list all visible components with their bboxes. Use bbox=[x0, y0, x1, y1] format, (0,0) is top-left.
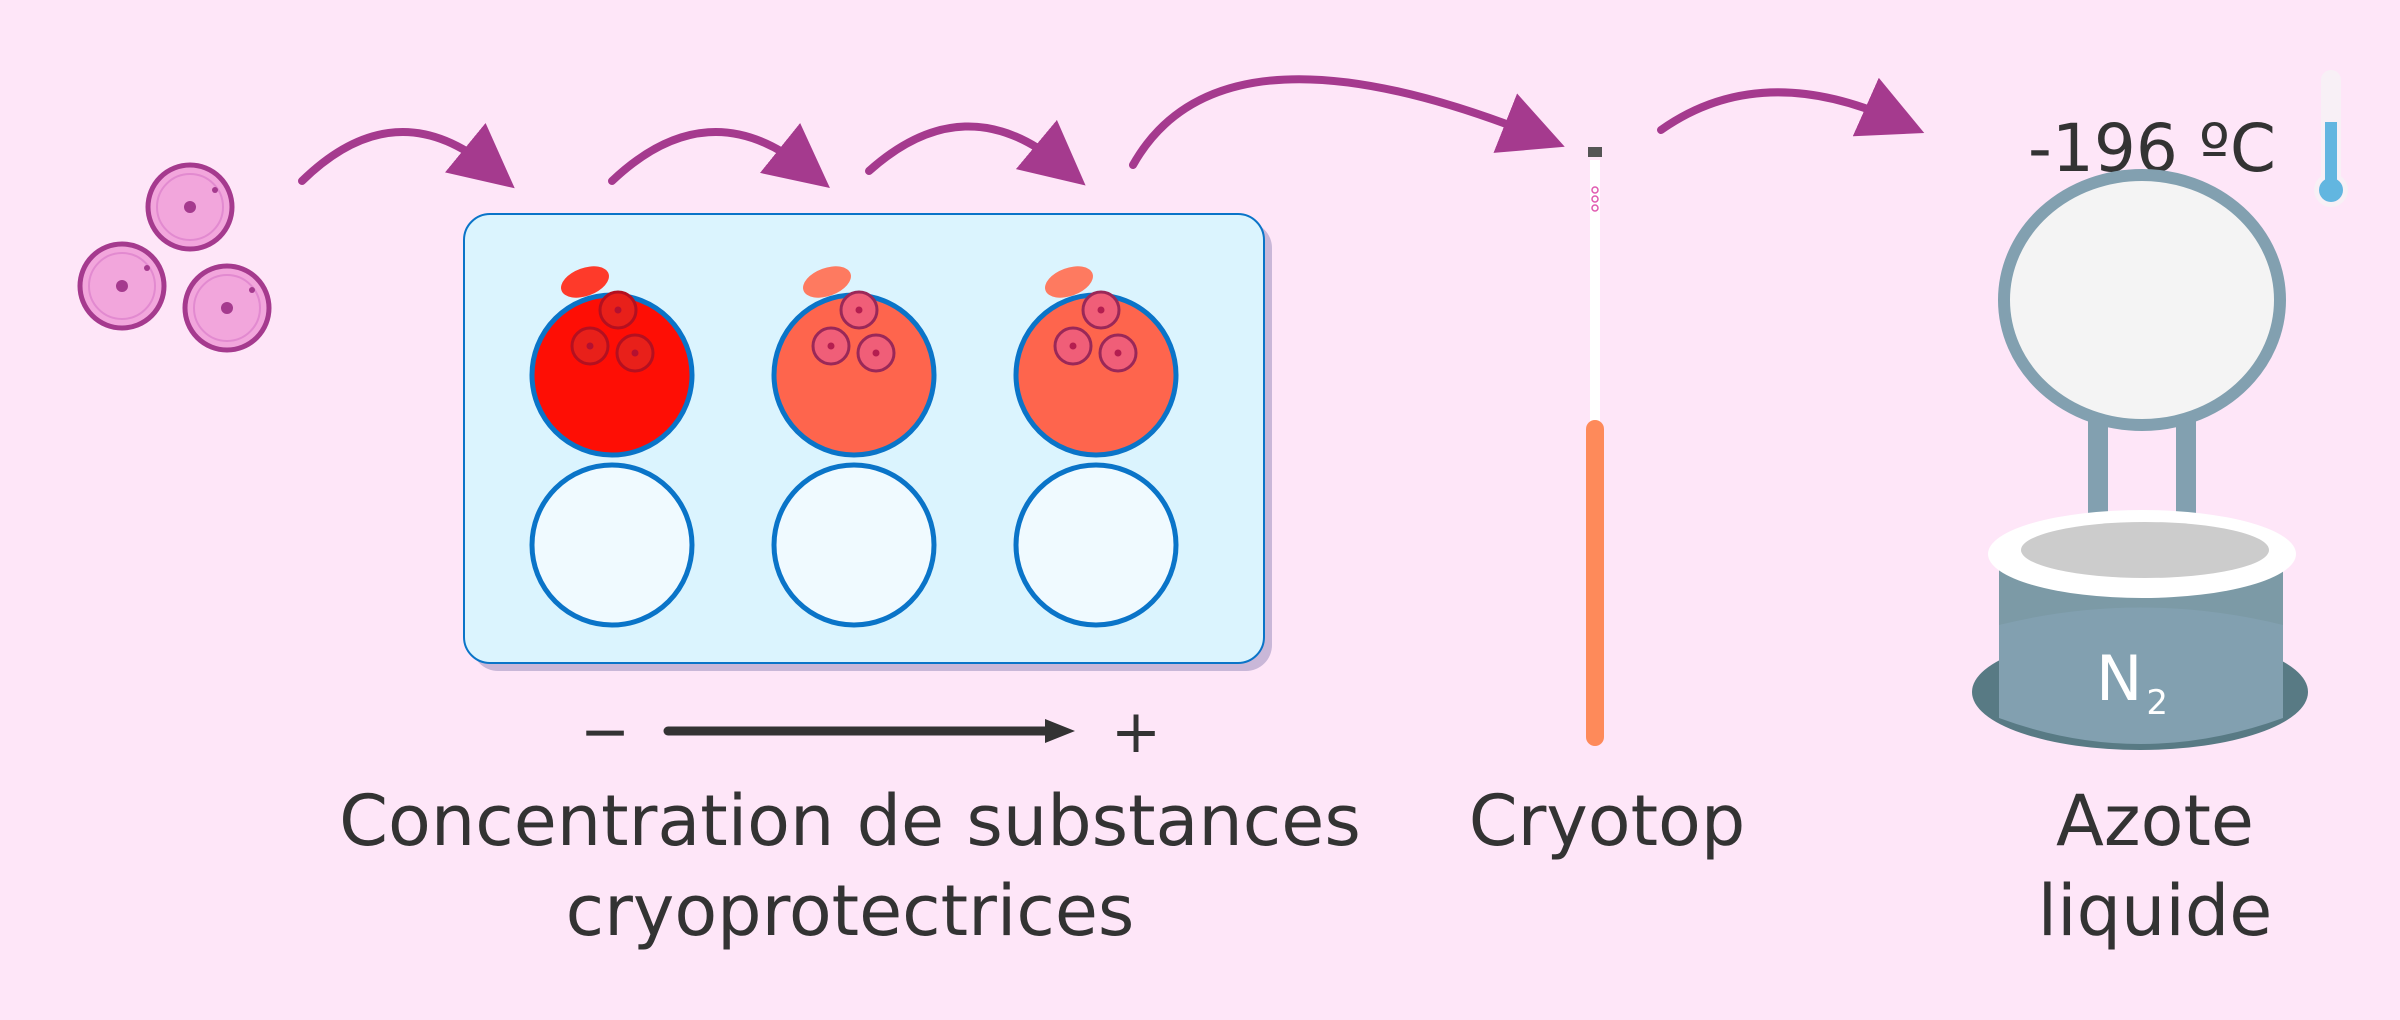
flow-arrow-icon bbox=[865, 119, 1086, 186]
empty-well bbox=[1013, 462, 1179, 628]
well-plate bbox=[463, 213, 1272, 671]
arrowhead-icon bbox=[1045, 719, 1075, 743]
well-high-concentration bbox=[529, 266, 695, 458]
gradient-plus-label: + bbox=[1111, 697, 1161, 767]
flow-arrow-icon bbox=[608, 123, 830, 189]
oocyte-icon bbox=[182, 263, 272, 353]
cryotop-label: Cryotop bbox=[1469, 780, 1746, 862]
liquid-nitrogen-dewar-icon bbox=[1972, 169, 2308, 750]
cryotop-icon bbox=[1586, 147, 1604, 746]
azote-label: Azote bbox=[2056, 780, 2254, 862]
oocyte-icon bbox=[145, 162, 235, 252]
empty-well bbox=[771, 462, 937, 628]
azote-label-line2: liquide bbox=[2038, 870, 2273, 952]
gradient-minus-label: − bbox=[580, 697, 630, 767]
thermometer-icon bbox=[2314, 70, 2348, 207]
flow-arrow-icon bbox=[1129, 75, 1565, 169]
flow-arrow-icon bbox=[1657, 77, 1925, 137]
flow-arrow-icon bbox=[298, 122, 515, 189]
empty-well bbox=[529, 462, 695, 628]
well-medium-concentration bbox=[771, 266, 937, 458]
oocyte-icon bbox=[77, 241, 167, 331]
oocytes-group bbox=[77, 162, 272, 353]
concentration-label-line2: cryoprotectrices bbox=[566, 870, 1135, 952]
concentration-label: Concentration de substances bbox=[339, 780, 1361, 862]
well-medium-concentration bbox=[1013, 266, 1179, 458]
